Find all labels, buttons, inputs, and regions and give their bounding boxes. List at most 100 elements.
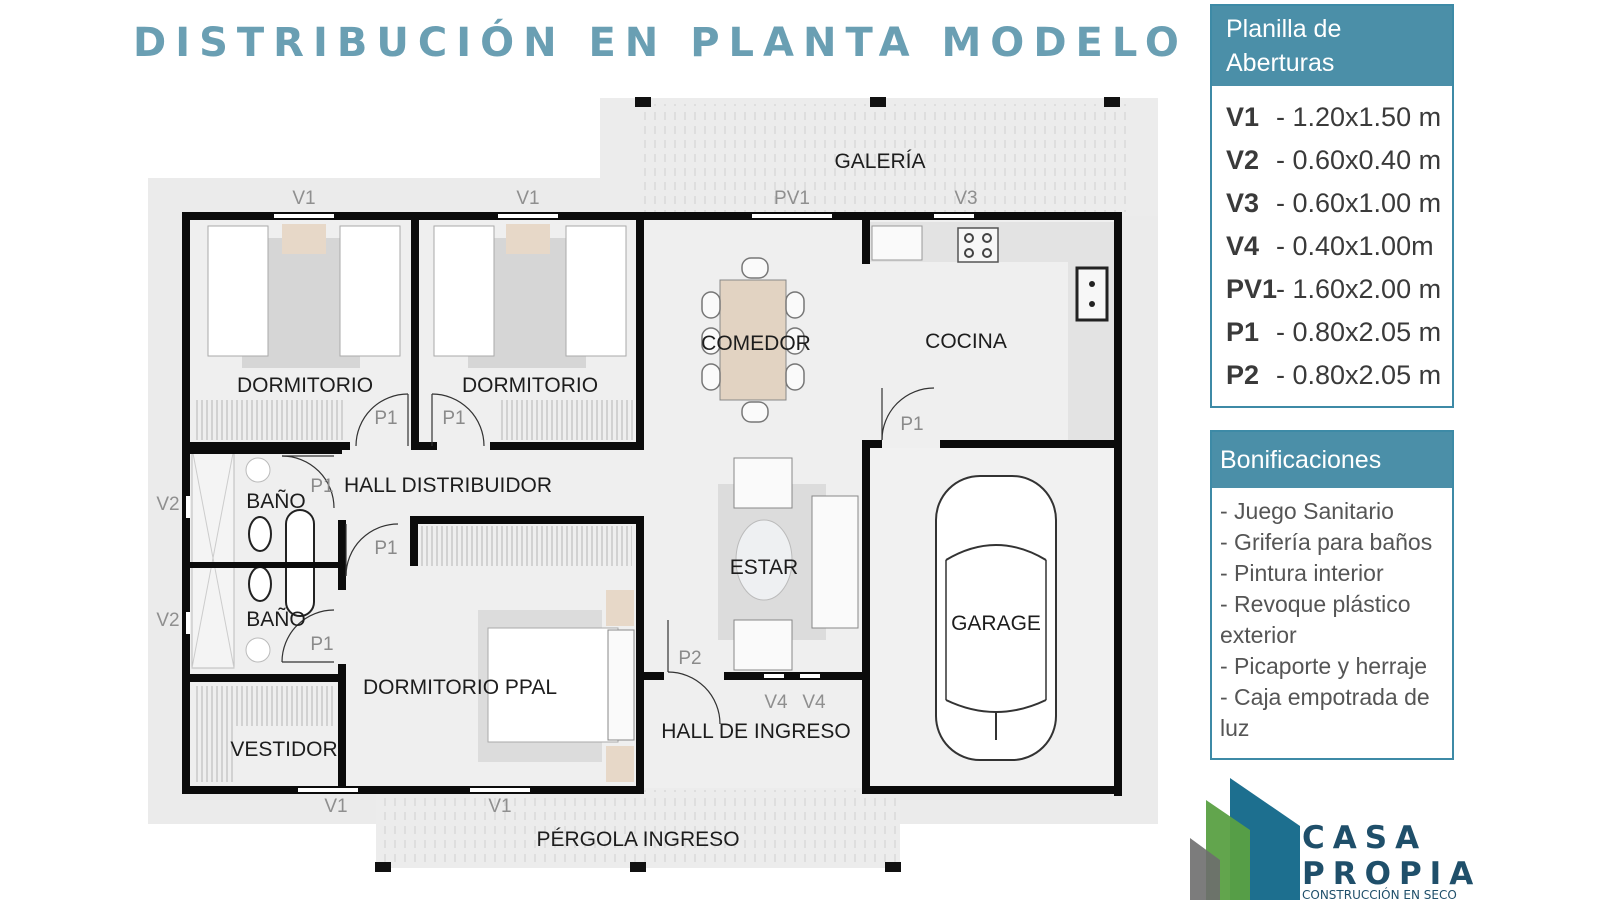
logo-text: PROPIA [1302,856,1482,892]
aberturas-code: V1 [1226,102,1260,132]
post [630,862,646,872]
room-label-cocina: COCINA [925,330,1007,353]
car-icon [935,475,1057,761]
sink [871,225,923,261]
bonificaciones-list: - Juego Sanitario - Grifería para baños … [1212,496,1452,744]
list-item: - Pintura interior [1220,560,1384,586]
aberturas-code: P2 [1226,360,1260,390]
room-label-bano-1: BAÑO [246,489,306,513]
galeria-slats [640,104,1130,212]
window-label: V2 [156,610,179,631]
room-label-estar: ESTAR [730,556,798,579]
logo-text: CONSTRUCCIÓN EN SECO [1302,888,1457,902]
bonificaciones-title: Bonificaciones [1212,432,1452,488]
list-item: - Revoque plástico exterior [1220,591,1411,648]
toilet [248,516,272,552]
window-label: V3 [954,188,977,209]
aberturas-value: - 0.80x2.05 m [1276,360,1442,390]
aberturas-title: Planilla de Aberturas [1212,6,1452,86]
window-label: V1 [488,796,511,817]
window-label: V2 [156,494,179,515]
door-label: P1 [442,408,465,429]
bed [207,225,269,357]
aberturas-row: V1 - 1.20x1.50 m [1212,96,1452,139]
door-label: P1 [310,476,333,497]
bed [565,225,627,357]
pergola-slats [380,790,896,864]
windows [186,214,974,792]
logo-text: CASA [1302,820,1428,856]
window-label: V4 [764,692,788,713]
door-label: P1 [900,414,923,435]
aberturas-panel: Planilla de Aberturas V1 - 1.20x1.50 m V2… [1210,4,1454,408]
list-item: - Grifería para baños [1220,529,1433,555]
closet [500,400,636,440]
aberturas-value: - 0.60x1.00 m [1276,188,1442,218]
room-label-hall-distribuidor: HALL DISTRIBUIDOR [344,474,552,497]
aberturas-code: P1 [1226,317,1260,347]
closet [420,526,632,566]
aberturas-code: V2 [1226,145,1260,175]
aberturas-value: - 1.20x1.50 m [1276,102,1442,132]
door-label: P1 [310,634,333,655]
aberturas-value: - 0.80x2.05 m [1276,317,1442,347]
door-label: P2 [678,648,701,669]
aberturas-code: PV1 [1226,274,1278,304]
post [885,862,901,872]
washbasin [245,457,271,483]
aberturas-row: V2 - 0.60x0.40 m [1212,139,1452,182]
door-label: P1 [374,538,397,559]
room-label-dormitorio-2: DORMITORIO [462,374,598,397]
list-item: - Juego Sanitario [1220,498,1394,524]
nightstand [606,746,634,782]
headboard [607,629,635,741]
nightstand [282,224,326,254]
window-label: V1 [292,188,315,209]
aberturas-code: V3 [1226,188,1260,218]
bed [339,225,401,357]
logo-mark [1190,778,1300,900]
room-label-pergola: PÉRGOLA INGRESO [536,828,739,851]
oven [1075,266,1109,322]
aberturas-code: V4 [1226,231,1260,261]
window-label: V4 [802,692,826,713]
room-label-hall-ingreso: HALL DE INGRESO [661,720,850,743]
nightstand [506,224,550,254]
coffee-table [735,519,793,601]
aberturas-row: P1 - 0.80x2.05 m [1212,311,1452,354]
window-label: V1 [516,188,539,209]
bed [433,225,495,357]
toilet [248,566,272,602]
armchair [733,457,793,509]
aberturas-row: V4- 0.40x1.00m [1212,225,1452,268]
kitchen-counter-side [1068,222,1114,440]
door-label: P1 [374,408,397,429]
washbasin [245,637,271,663]
aberturas-row: PV1- 1.60x2.00 m [1212,268,1452,311]
list-item: - Picaporte y herraje [1220,653,1428,679]
list-item: - Caja empotrada de luz [1220,684,1430,741]
room-label-galeria: GALERÍA [834,150,925,173]
aberturas-row: V3 - 0.60x1.00 m [1212,182,1452,225]
bed-main [487,627,619,743]
door-swings [281,387,935,725]
room-label-bano-2: BAÑO [246,607,306,631]
post [635,97,651,107]
nightstand [606,590,634,626]
aberturas-row: P2 - 0.80x2.05 m [1212,354,1452,397]
aberturas-value: - 0.60x0.40 m [1276,145,1442,175]
window-label: V1 [324,796,347,817]
sofa [811,495,859,629]
aberturas-list: V1 - 1.20x1.50 m V2 - 0.60x0.40 m V3 - 0.60… [1212,96,1452,397]
room-label-dormitorio-ppal: DORMITORIO PPAL [363,676,557,699]
post [870,97,886,107]
closet [196,686,236,782]
room-label-vestidor: VESTIDOR [230,738,337,761]
post [375,862,391,872]
room-label-dormitorio-1: DORMITORIO [237,374,373,397]
room-label-garage: GARAGE [951,612,1041,635]
closet [196,400,346,440]
armchair [733,619,793,671]
page-title: DISTRIBUCIÓN EN PLANTA MODELO [133,20,1188,66]
floor-plan: GALERÍA DORMITORIO DORMITORIO COMEDOR CO… [148,97,1158,872]
